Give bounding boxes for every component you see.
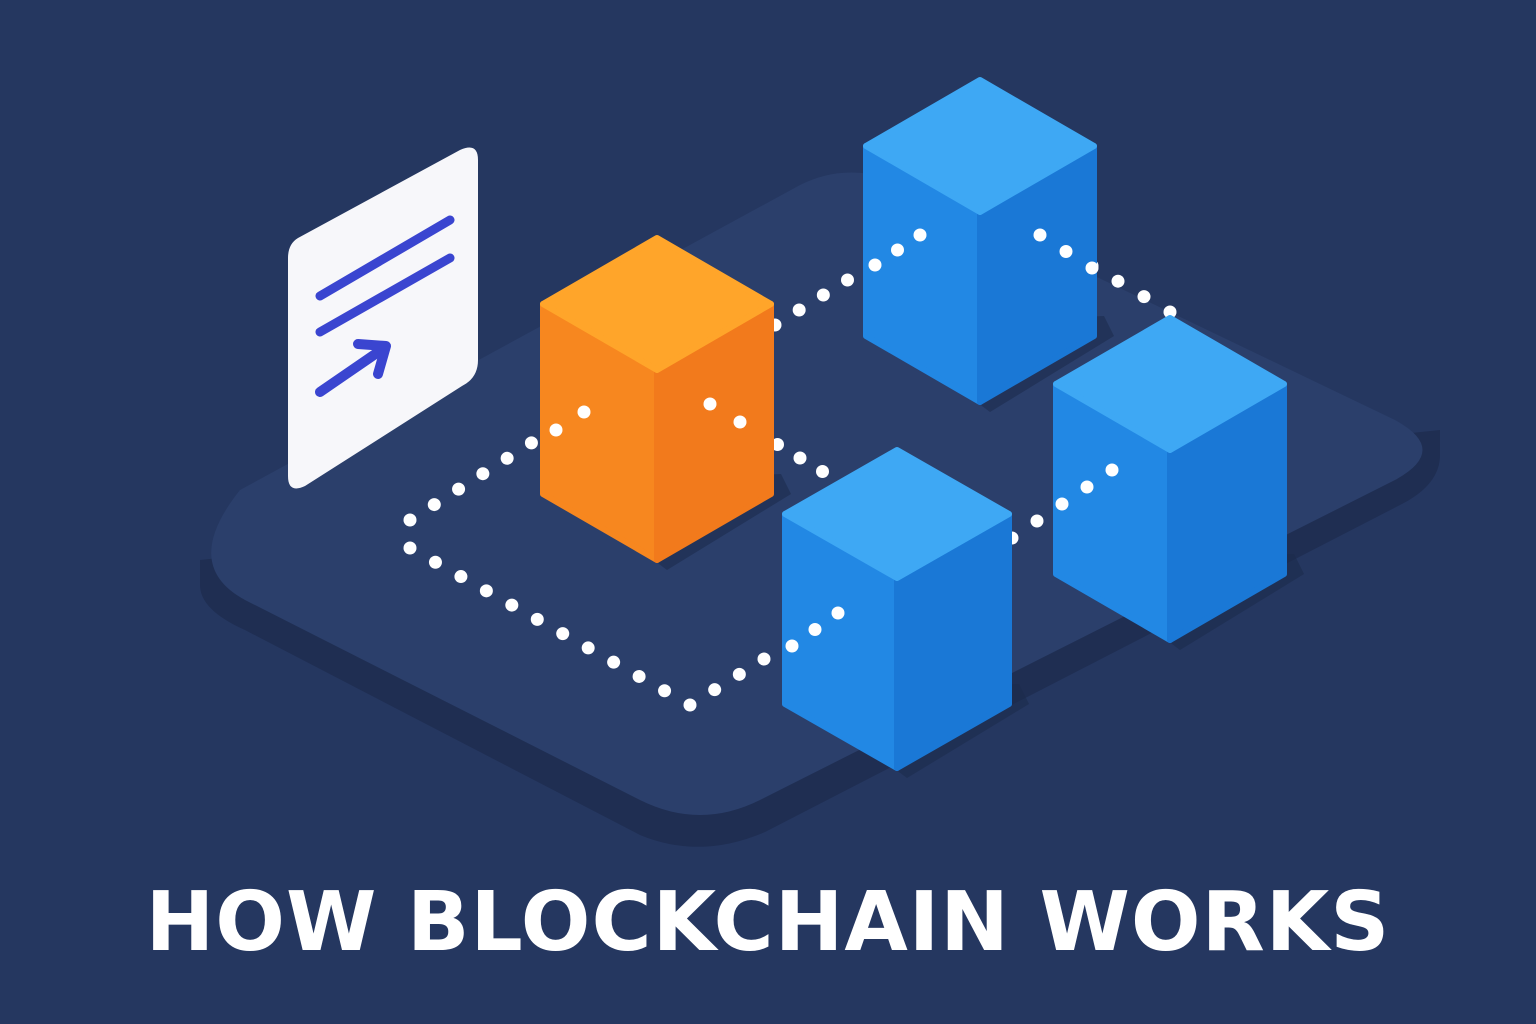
connector-dot <box>703 397 717 411</box>
connector-dot <box>771 438 784 451</box>
connector-dot <box>1059 245 1073 258</box>
blocks <box>540 77 1304 778</box>
connector-dot <box>1030 514 1044 528</box>
connector-dot <box>1033 228 1047 242</box>
connector-dot <box>891 243 904 257</box>
connector-dot <box>577 405 591 419</box>
connector-dot <box>816 288 830 302</box>
connector-dot <box>1080 480 1094 494</box>
connector-dot <box>403 513 417 527</box>
connector-dot <box>428 555 442 569</box>
connector-dot <box>1111 274 1125 288</box>
block-block-bottom <box>782 447 1029 778</box>
page-title: HOW BLOCKCHAIN WORKS <box>145 875 1391 970</box>
connector-dot <box>607 655 621 669</box>
connector-dot <box>816 465 829 478</box>
connector-dot <box>792 303 806 317</box>
connector-dot <box>841 273 854 287</box>
block-top-face <box>782 447 1012 581</box>
connector-dot <box>632 669 646 683</box>
connector-dot <box>683 698 697 712</box>
connector-dot <box>524 436 538 450</box>
connector-dot <box>757 652 771 666</box>
connector-dot <box>549 423 563 437</box>
connector-dot <box>556 627 570 641</box>
block-top-face <box>540 235 774 373</box>
connector-dot <box>1163 305 1177 319</box>
block-top-face <box>1053 315 1287 453</box>
block-block-top <box>863 77 1114 412</box>
document-icon <box>288 147 478 489</box>
connector-dot <box>452 482 466 496</box>
connector-dot <box>454 570 468 584</box>
connector-dot <box>793 451 807 465</box>
connector-dot <box>1055 497 1069 511</box>
connector-dot <box>785 639 799 653</box>
connector-dot <box>427 498 441 512</box>
connector-dot <box>530 612 544 626</box>
connector-dot <box>808 623 822 636</box>
connector-dot <box>581 641 595 655</box>
connector-dot <box>479 584 493 598</box>
connector-dot <box>1105 463 1119 477</box>
connector-dot <box>732 667 746 681</box>
connector-dot <box>733 415 747 429</box>
connector-dot <box>913 228 927 242</box>
connector-dot <box>1085 261 1099 275</box>
connector-dot <box>831 606 845 620</box>
connector-dot <box>505 598 519 612</box>
connector-dot <box>1137 290 1151 304</box>
connector-dot <box>708 683 722 697</box>
connector-dot <box>476 467 490 481</box>
block-block-right <box>1053 315 1304 650</box>
connector-dot <box>868 258 882 272</box>
connector-dot <box>500 451 514 465</box>
connector-dot <box>658 684 672 698</box>
block-top-face <box>863 77 1097 215</box>
arrow-icon <box>315 339 391 397</box>
block-origin <box>540 235 791 570</box>
connector-dot <box>403 541 417 555</box>
